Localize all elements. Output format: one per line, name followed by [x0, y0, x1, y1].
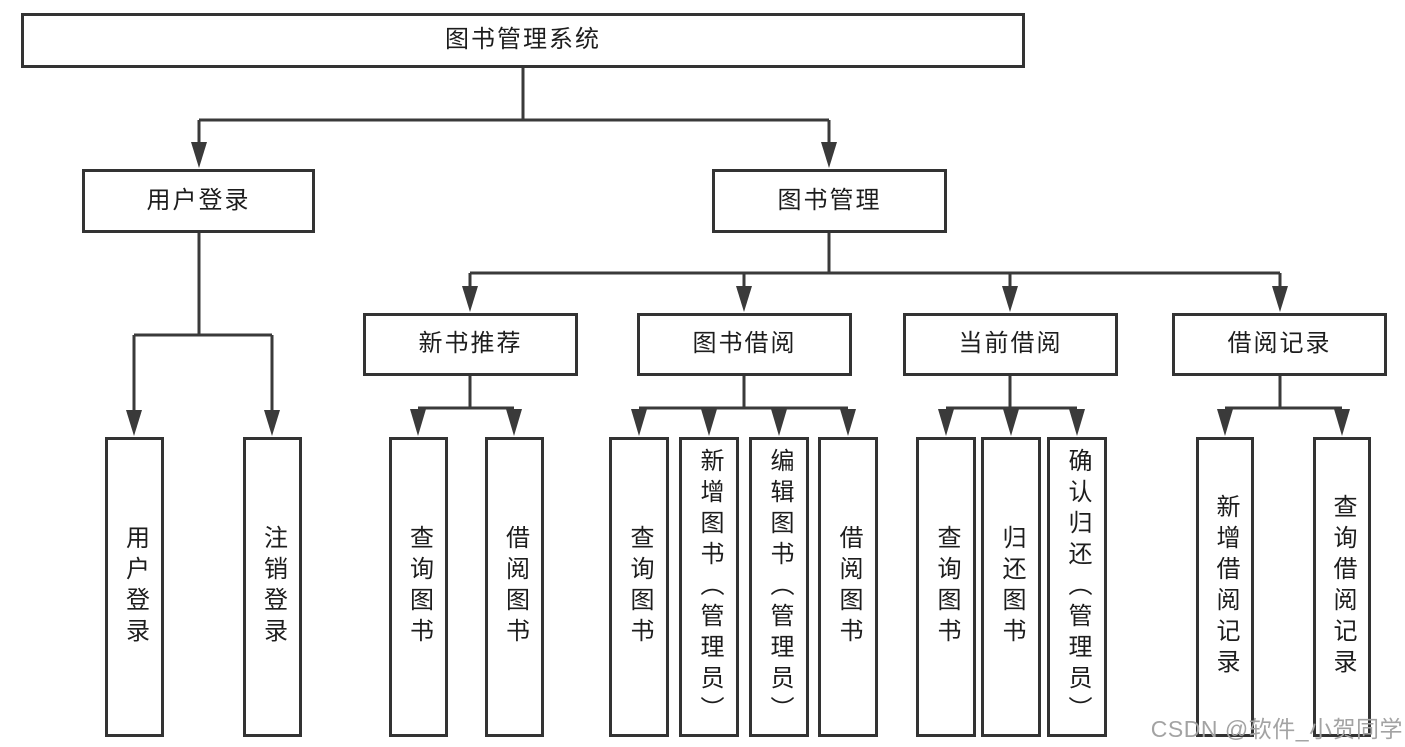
node-book-management-label: 图书管理	[777, 186, 882, 214]
leaf-current-confirm-return: 确认归还（管理员）	[1047, 437, 1107, 737]
leaf-records-add-record-label: 新增借阅记录	[1212, 494, 1239, 680]
leaf-records-add-record: 新增借阅记录	[1196, 437, 1254, 737]
node-user-login: 用户登录	[82, 169, 315, 233]
leaf-borrowing-query-books: 查询图书	[609, 437, 669, 737]
leaf-borrowing-borrow-books-label: 借阅图书	[835, 525, 862, 649]
leaf-records-query-record-label: 查询借阅记录	[1329, 494, 1356, 680]
leaf-newrec-borrow-books: 借阅图书	[485, 437, 544, 737]
leaf-borrowing-edit-books: 编辑图书（管理员）	[749, 437, 809, 737]
leaf-current-return-books-label: 归还图书	[998, 525, 1025, 649]
node-book-borrowing: 图书借阅	[637, 313, 852, 376]
leaf-current-return-books: 归还图书	[981, 437, 1041, 737]
node-root-label: 图书管理系统	[445, 26, 601, 54]
node-new-book-recommend-label: 新书推荐	[418, 330, 523, 358]
leaf-borrowing-query-books-label: 查询图书	[626, 525, 653, 649]
leaf-user-login: 用户登录	[105, 437, 164, 737]
leaf-newrec-borrow-books-label: 借阅图书	[501, 525, 529, 649]
connector-new-book-recommend-to-leaves	[410, 376, 522, 436]
leaf-records-query-record: 查询借阅记录	[1313, 437, 1371, 737]
connector-user-login-to-leaves	[126, 233, 280, 436]
leaf-newrec-query-books: 查询图书	[389, 437, 448, 737]
leaf-current-query-books: 查询图书	[916, 437, 976, 737]
leaf-borrowing-borrow-books: 借阅图书	[818, 437, 878, 737]
leaf-newrec-query-books-label: 查询图书	[405, 525, 433, 649]
node-book-borrowing-label: 图书借阅	[692, 330, 797, 358]
leaf-logout: 注销登录	[243, 437, 302, 737]
leaf-borrowing-edit-books-label: 编辑图书（管理员）	[766, 447, 793, 727]
leaf-logout-label: 注销登录	[259, 525, 287, 649]
node-new-book-recommend: 新书推荐	[363, 313, 578, 376]
connector-book-borrowing-to-leaves	[631, 376, 856, 436]
node-borrowing-records-label: 借阅记录	[1227, 330, 1332, 358]
node-borrowing-records: 借阅记录	[1172, 313, 1387, 376]
leaf-user-login-label: 用户登录	[121, 525, 149, 649]
leaf-borrowing-add-books: 新增图书（管理员）	[679, 437, 739, 737]
node-current-borrowing-label: 当前借阅	[958, 330, 1063, 358]
node-book-management: 图书管理	[712, 169, 947, 233]
node-current-borrowing: 当前借阅	[903, 313, 1118, 376]
leaf-current-confirm-return-label: 确认归还（管理员）	[1064, 447, 1091, 727]
connector-root-to-level2	[191, 65, 837, 168]
connector-book-management-to-level3	[462, 233, 1288, 312]
connector-current-borrowing-to-leaves	[938, 376, 1085, 436]
node-root: 图书管理系统	[21, 13, 1025, 68]
leaf-current-query-books-label: 查询图书	[933, 525, 960, 649]
node-user-login-label: 用户登录	[146, 186, 251, 214]
connector-borrowing-records-to-leaves	[1217, 376, 1350, 436]
leaf-borrowing-add-books-label: 新增图书（管理员）	[696, 447, 723, 727]
